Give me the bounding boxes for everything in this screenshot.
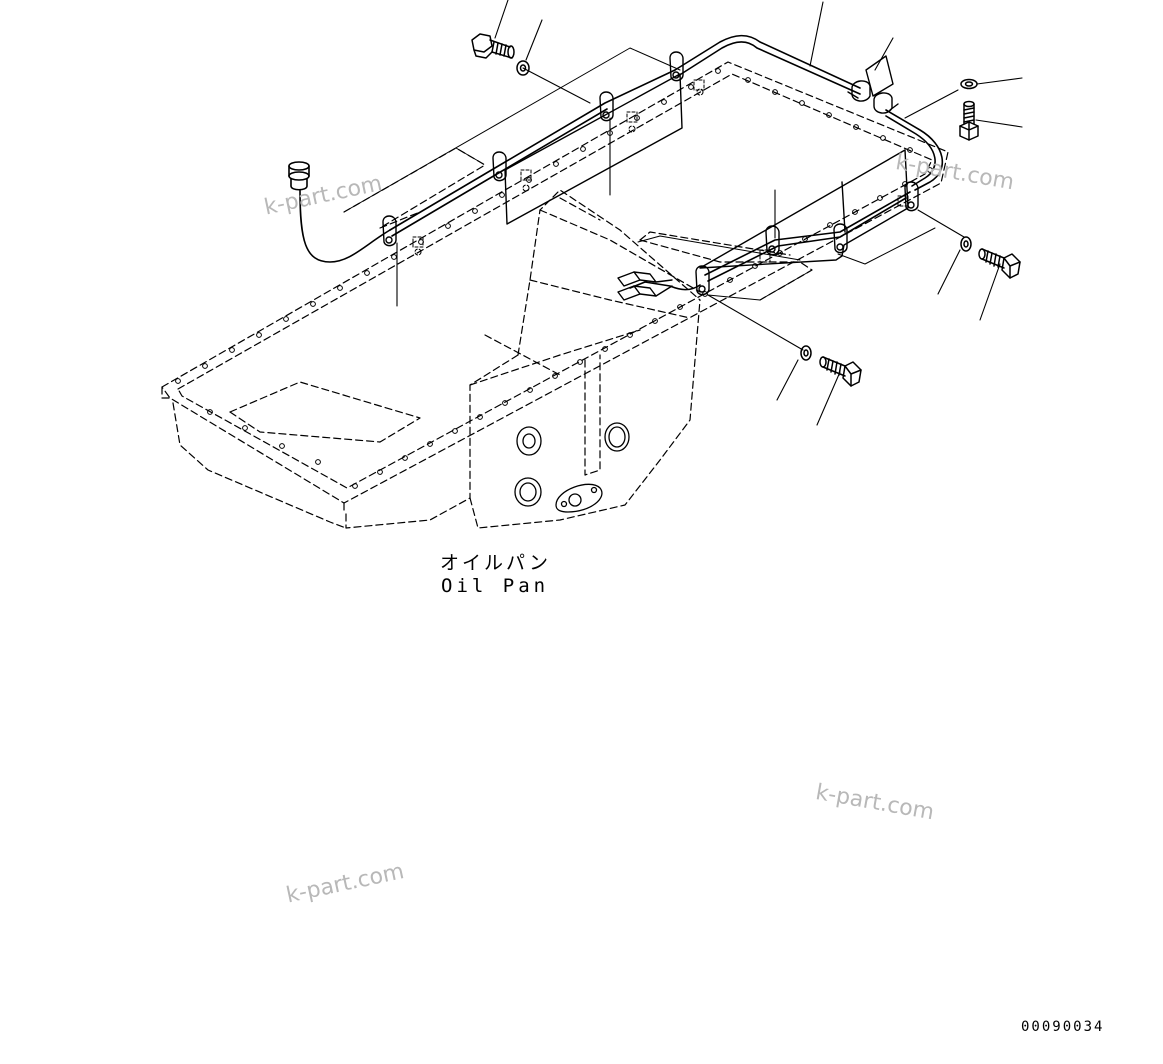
- harness-bracket-left: [504, 73, 683, 225]
- washer-front: [800, 345, 812, 361]
- washer-right: [960, 236, 972, 252]
- bolt-front: [819, 356, 862, 387]
- assembly-guide-lines: [343, 47, 936, 301]
- leader-lines: [396, 0, 1023, 426]
- flange-bolt-holes: [175, 68, 933, 489]
- part-label-japanese: オイルパン: [440, 552, 551, 574]
- bolt-right: [978, 248, 1021, 279]
- bracket-bolts: [412, 79, 909, 263]
- washer-top-left: [516, 60, 530, 76]
- harness-clamps: [382, 51, 919, 296]
- front-connector: [617, 271, 673, 301]
- drawing-number: 00090034: [1021, 1019, 1105, 1035]
- washer-top-right: [960, 78, 978, 90]
- bolt-top-left: [471, 33, 515, 59]
- harness-bracket-right: [699, 149, 909, 269]
- rear-clamp-stay: [847, 55, 899, 114]
- bolt-top-right: [959, 100, 979, 141]
- oil-pan-ports: [514, 422, 630, 513]
- part-label-english: Oil Pan: [441, 575, 550, 597]
- harness-wire: [288, 34, 944, 291]
